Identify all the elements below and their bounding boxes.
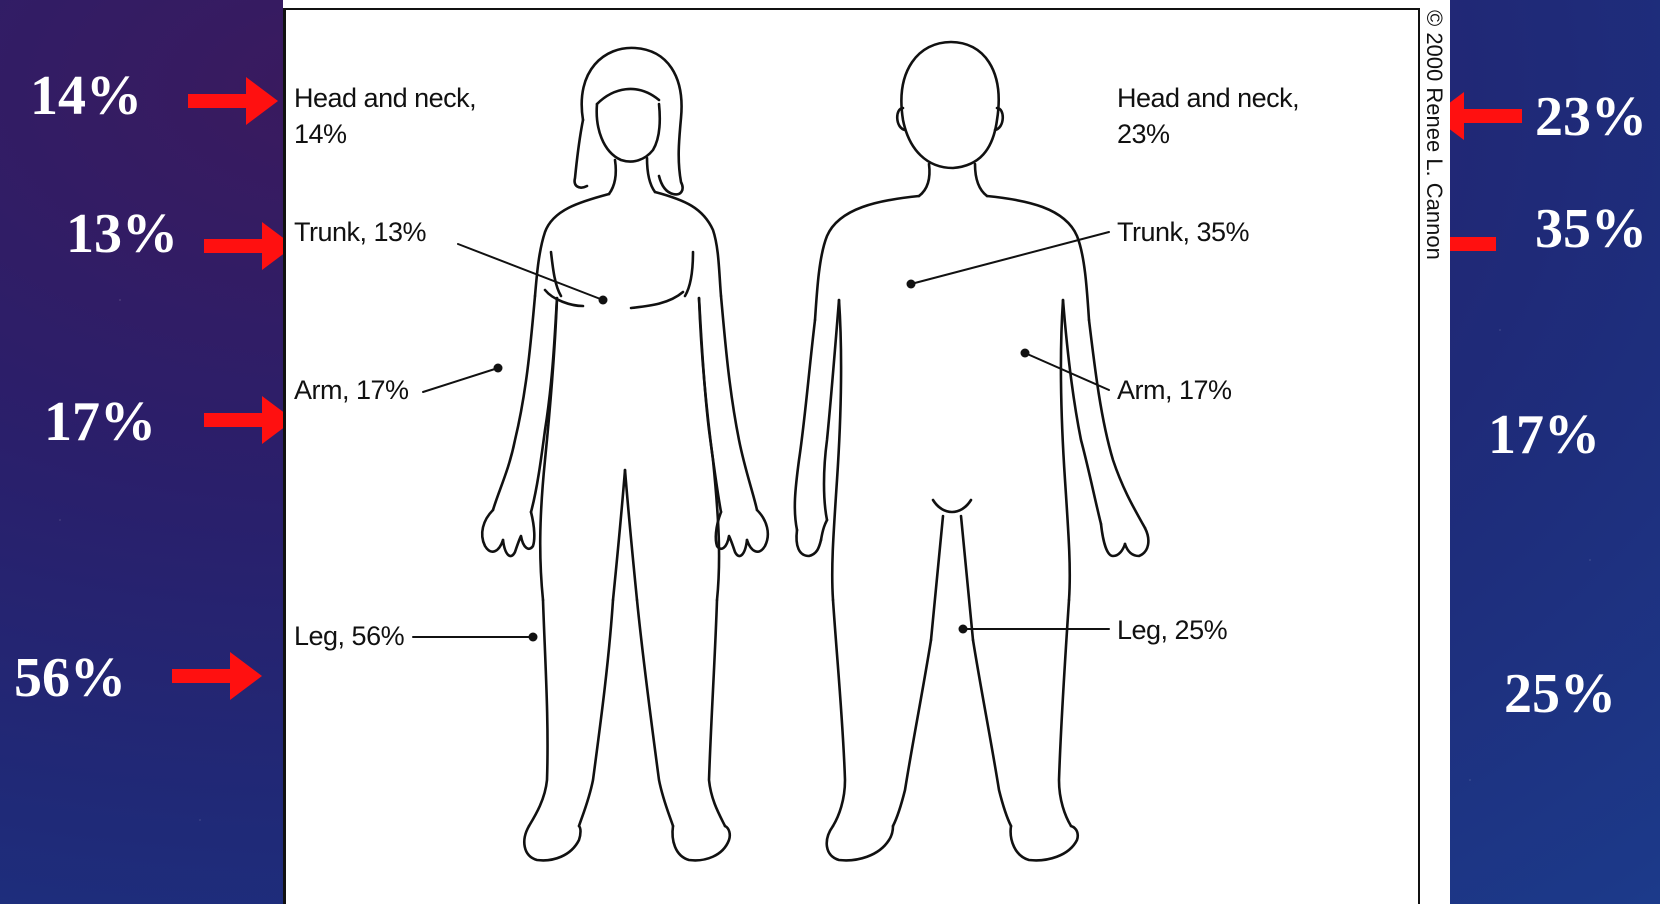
male-leg-label: Leg, 25% [1117,610,1227,650]
male-trunk-label: Trunk, 35% [1117,212,1249,252]
callout-right-head: 23% [1535,87,1647,147]
callout-left-arm: 17% [44,392,156,452]
female-head-label-line1: Head and neck, [294,78,476,118]
female-leg-label: Leg, 56% [294,616,404,656]
female-head-label-line2: 14% [294,114,347,154]
copyright-notice: © 2000 Renee L. Cannon [1411,6,1450,336]
arrow-left-head [188,75,280,127]
male-head-label-line1: Head and neck, [1117,78,1299,118]
callout-right-trunk: 35% [1535,199,1647,259]
callout-left-head: 14% [30,66,142,126]
male-head-label-line2: 23% [1117,114,1170,154]
female-figure [482,48,768,860]
callout-right-arm: 17% [1488,405,1600,465]
callout-left-trunk: 13% [66,204,178,264]
callout-left-leg: 56% [14,648,126,708]
arrow-left-leg [172,650,264,702]
figure-panel: Head and neck, 14% Trunk, 13% Arm, 17% L… [283,0,1450,904]
callout-right-leg: 25% [1504,664,1616,724]
male-arm-label: Arm, 17% [1117,370,1232,410]
copyright-text: © 2000 Renee L. Cannon [1421,10,1447,260]
female-trunk-label: Trunk, 13% [294,212,426,252]
male-figure [795,42,1149,860]
female-arm-label: Arm, 17% [294,370,409,410]
body-diagram [283,0,1450,904]
